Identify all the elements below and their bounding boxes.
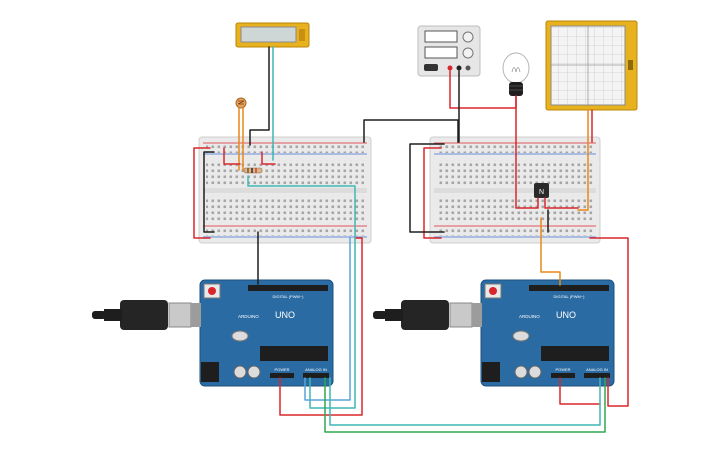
wire-left-red-arduino[interactable] xyxy=(279,237,363,416)
breadboard-left[interactable] xyxy=(198,136,372,244)
wire-scope-orange[interactable] xyxy=(577,109,589,211)
arduino-right-power-label: POWER xyxy=(555,367,570,372)
transistor-label: N xyxy=(539,189,544,196)
arduino-left-analog-label: ANALOG IN xyxy=(305,367,327,372)
power-supply[interactable] xyxy=(417,25,481,77)
wire-lcd-black[interactable] xyxy=(249,46,270,146)
arduino-uno-left[interactable]: DIGITAL (PWM~) ARDUINO UNO POWER ANALOG … xyxy=(168,279,334,387)
wire-right-red-arduino[interactable] xyxy=(589,237,629,407)
wire-left-red-rail[interactable] xyxy=(193,147,211,239)
breadboard-right[interactable] xyxy=(429,136,601,244)
wire-left-blue-signal[interactable] xyxy=(304,237,351,401)
lcd-display[interactable] xyxy=(235,22,310,48)
arduino-left-header-label: DIGITAL (PWM~) xyxy=(273,294,305,299)
arduino-uno-right[interactable]: DIGITAL (PWM~) ARDUINO UNO POWER ANALOG … xyxy=(449,279,615,387)
arduino-left-model: UNO xyxy=(275,310,295,320)
wire-comm-green[interactable] xyxy=(324,377,606,433)
transistor[interactable]: N xyxy=(534,183,549,198)
photoresistor[interactable] xyxy=(235,97,247,109)
wire-transistor-red[interactable] xyxy=(544,197,579,209)
light-bulb[interactable] xyxy=(502,52,530,96)
oscilloscope[interactable] xyxy=(545,20,638,111)
wire-teal-signal[interactable] xyxy=(247,175,356,409)
arduino-right-model: UNO xyxy=(556,310,576,320)
wire-right-red-rail[interactable] xyxy=(423,147,442,239)
arduino-left-brand: ARDUINO xyxy=(238,314,259,319)
arduino-right-header-label: DIGITAL (PWM~) xyxy=(554,294,586,299)
wire-left-red-jump-2[interactable] xyxy=(261,151,276,165)
usb-cable-right[interactable] xyxy=(373,300,449,330)
wire-bridge-black[interactable] xyxy=(363,119,459,143)
arduino-right-brand: ARDUINO xyxy=(519,314,540,319)
wire-right-red-power[interactable] xyxy=(559,377,601,405)
wire-bulb-red[interactable] xyxy=(515,95,539,209)
resistor[interactable] xyxy=(243,167,263,174)
arduino-left-power-label: POWER xyxy=(274,367,289,372)
wire-right-black-rail[interactable] xyxy=(409,143,445,233)
wire-comm-teal[interactable] xyxy=(329,377,601,426)
wire-left-red-jump[interactable] xyxy=(223,147,241,165)
arduino-right-analog-label: ANALOG IN xyxy=(586,367,608,372)
usb-cable-left[interactable] xyxy=(92,300,168,330)
wire-base-orange[interactable] xyxy=(540,217,561,286)
wire-left-black-rail[interactable] xyxy=(203,151,215,233)
